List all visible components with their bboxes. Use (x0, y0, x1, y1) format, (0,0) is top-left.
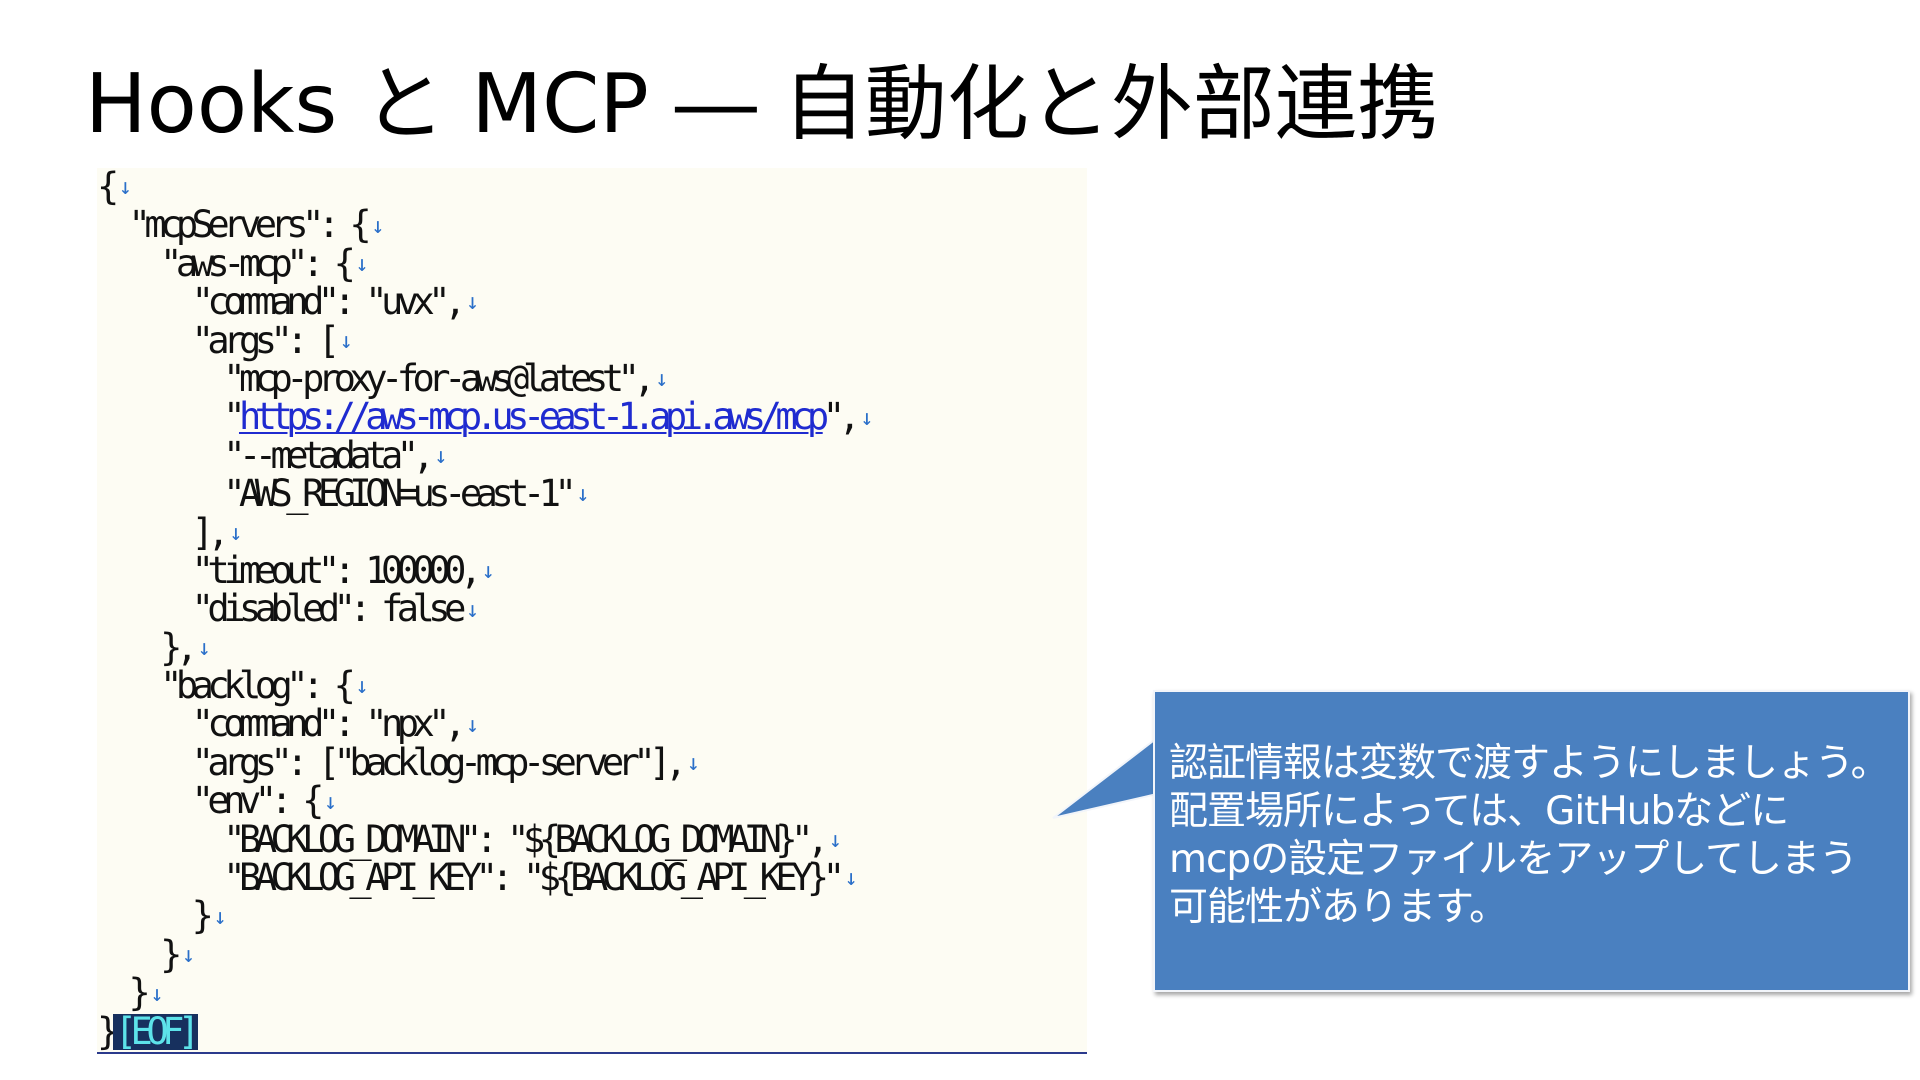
newline-mark-icon: ↓ (118, 175, 133, 201)
callout-pointer (1052, 735, 1158, 819)
code-line: }↓ (97, 897, 874, 935)
newline-mark-icon: ↓ (355, 252, 369, 278)
aws-mcp-url-link[interactable]: https://aws-mcp.us-east-1.api.aws/mcp (238, 395, 829, 439)
code-line-text: "command": "uvx", (97, 280, 467, 324)
code-line-last: }[EOF] (97, 1009, 874, 1053)
code-line-text: "--metadata", (97, 433, 435, 477)
code-line: "mcp-proxy-for-aws@latest",↓ (97, 356, 874, 400)
code-line: }↓ (97, 932, 874, 976)
newline-mark-icon: ↓ (434, 444, 448, 470)
code-line-text: "BACKLOG_DOMAIN": "${BACKLOG_DOMAIN}", (97, 817, 829, 861)
newline-mark-icon: ↓ (371, 213, 385, 239)
newline-mark-icon: ↓ (323, 789, 338, 815)
code-line: "disabled": false↓ (97, 590, 874, 628)
code-line-text: "backlog": { (97, 664, 356, 708)
code-line: "AWS_REGION=us-east-1"↓ (97, 472, 874, 516)
code-line: "BACKLOG_API_KEY": "${BACKLOG_API_KEY}"↓ (97, 856, 874, 900)
code-line: },↓ (97, 625, 874, 669)
code-line: "args": ["backlog-mcp-server"],↓ (97, 740, 874, 784)
callout-text-line: 配置場所によっては、GitHubなどに (1169, 789, 1789, 834)
eof-marker: [EOF] (112, 1013, 200, 1050)
newline-mark-icon: ↓ (844, 866, 858, 892)
code-line-text: "mcp-proxy-for-aws@latest", (97, 356, 655, 400)
newline-mark-icon: ↓ (150, 981, 164, 1007)
newline-mark-icon: ↓ (339, 328, 353, 354)
callout-box: 認証情報は変数で渡すようにしましょう。 配置場所によっては、GitHubなどに … (1153, 690, 1910, 992)
code-line-text: } (97, 894, 214, 938)
code-line: "command": "uvx",↓ (97, 280, 874, 324)
code-line-text: { (97, 168, 119, 208)
newline-mark-icon: ↓ (181, 943, 196, 969)
newline-mark-icon: ↓ (465, 290, 480, 316)
newline-mark-icon: ↓ (229, 520, 243, 546)
code-line-text: "command": "npx", (97, 702, 467, 746)
code-line-url: "https://aws-mcp.us-east-1.api.aws/mcp",… (97, 395, 874, 439)
code-line: "env": {↓ (97, 782, 874, 820)
newline-mark-icon: ↓ (465, 597, 480, 623)
code-line-text: "aws-mcp": { (97, 241, 356, 285)
code-line: "aws-mcp": {↓ (97, 241, 874, 285)
code-editor-panel[interactable]: {↓ "mcpServers": {↓ "aws-mcp": {↓ "comma… (97, 168, 1087, 1054)
callout-text-line: mcpの設定ファイルをアップしてしまう (1169, 837, 1858, 882)
code-lines: {↓ "mcpServers": {↓ "aws-mcp": {↓ "comma… (97, 168, 874, 1051)
newline-mark-icon: ↓ (655, 367, 669, 393)
newline-mark-icon: ↓ (860, 405, 874, 431)
code-line-text: "env": { (97, 779, 325, 823)
newline-mark-icon: ↓ (355, 674, 369, 700)
code-line-text: "disabled": false (97, 587, 467, 631)
newline-mark-icon: ↓ (828, 827, 842, 853)
code-line-text: } (97, 932, 182, 976)
code-line-text: "args": [ (97, 318, 340, 362)
code-line-text: "AWS_REGION=us-east-1" (97, 472, 577, 516)
code-line: "mcpServers": {↓ (97, 206, 874, 244)
code-line: "command": "npx",↓ (97, 705, 874, 743)
code-line: ],↓ (97, 510, 874, 554)
newline-mark-icon: ↓ (686, 751, 700, 777)
code-line-url-suffix: ", (822, 395, 861, 439)
code-line-text: ], (97, 510, 230, 554)
code-line: }↓ (97, 974, 874, 1012)
code-line: "BACKLOG_DOMAIN": "${BACKLOG_DOMAIN}",↓ (97, 817, 874, 861)
code-line-url-prefix: " (97, 395, 245, 439)
code-line-text: }, (97, 625, 198, 669)
code-line: "--metadata",↓ (97, 433, 874, 477)
newline-mark-icon: ↓ (576, 482, 590, 508)
newline-mark-icon: ↓ (465, 712, 480, 738)
code-line-text: "args": ["backlog-mcp-server"], (97, 740, 688, 784)
newline-mark-icon: ↓ (213, 904, 227, 930)
code-line-text: "BACKLOG_API_KEY": "${BACKLOG_API_KEY}" (97, 856, 845, 900)
code-line: "timeout": 100000,↓ (97, 548, 874, 592)
newline-mark-icon: ↓ (481, 559, 495, 585)
newline-mark-icon: ↓ (197, 635, 211, 661)
code-line-text: } (97, 971, 151, 1015)
slide-title: Hooks と MCP ― 自動化と外部連携 (85, 57, 1439, 152)
code-line: "backlog": {↓ (97, 664, 874, 708)
callout-text-line: 可能性があります。 (1169, 885, 1508, 930)
code-line-text: } (97, 1009, 119, 1053)
code-line-text: "mcpServers": { (97, 203, 372, 247)
code-line: {↓ (97, 168, 874, 206)
code-line-text: "timeout": 100000, (97, 548, 482, 592)
callout-text-line: 認証情報は変数で渡すようにしましょう。 (1169, 741, 1890, 786)
code-line: "args": [↓ (97, 318, 874, 362)
